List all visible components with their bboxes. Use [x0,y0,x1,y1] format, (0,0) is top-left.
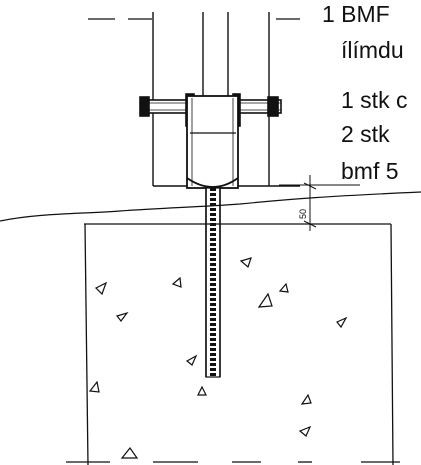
concrete-aggregate [88,257,348,459]
ground-line [0,191,421,222]
dimension-line [298,175,320,231]
concrete-foundation [84,223,394,465]
dimension-label: 50 [298,208,308,219]
label-line-1: 1 BMF [322,1,390,27]
label-line-4: 2 stk [341,121,390,147]
post-base-bracket [186,95,239,189]
label-line-3: 1 stk c [341,87,408,113]
label-line-5: bmf 5 [341,158,399,184]
threaded-rod [205,187,221,378]
label-line-2: ílímdu [341,37,404,63]
